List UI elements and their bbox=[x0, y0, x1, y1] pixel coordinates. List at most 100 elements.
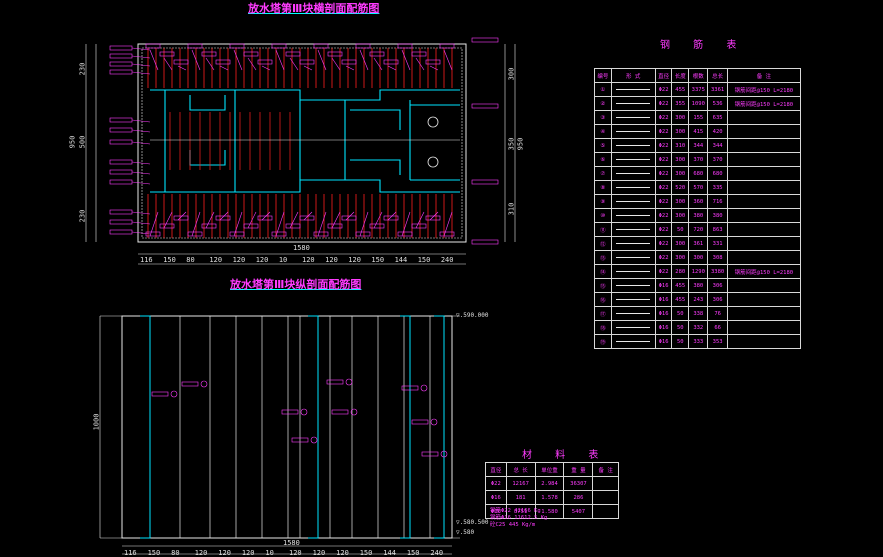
rebar-cell: 370 bbox=[707, 152, 728, 167]
rebar-cell: ③ bbox=[594, 110, 612, 125]
leader-line bbox=[205, 57, 215, 71]
rebar-cell: 331 bbox=[707, 236, 728, 251]
material-table-title: 材 料 表 bbox=[522, 450, 609, 461]
rebar-shape-sketch bbox=[616, 284, 651, 286]
rebar-cell: 50 bbox=[671, 306, 690, 321]
leader-line bbox=[131, 141, 151, 145]
material-header-cell: 备 注 bbox=[592, 462, 619, 477]
material-note: 钢筋Φ22 42166 Kg bbox=[490, 508, 541, 514]
longitudinal-section-drawing bbox=[99, 315, 460, 555]
side-tag bbox=[109, 159, 133, 165]
long-elevation-bottom-2: ▽.580 bbox=[456, 529, 475, 536]
leader-line bbox=[415, 211, 425, 229]
rebar-tag bbox=[369, 51, 385, 57]
rebar-cell: 680 bbox=[707, 166, 728, 181]
rebar-header-cell: 备 注 bbox=[726, 68, 802, 83]
rebar-tag bbox=[313, 231, 329, 237]
dimension-label: 10 bbox=[265, 549, 274, 557]
material-cell: 286 bbox=[563, 490, 594, 505]
cross-left-dim-top: 230 bbox=[78, 62, 87, 76]
leader-line bbox=[317, 211, 327, 237]
leader-line bbox=[131, 55, 151, 59]
rebar-cell: 344 bbox=[707, 138, 728, 153]
rebar-cell: ⑦ bbox=[594, 166, 612, 181]
rebar-tag bbox=[299, 59, 315, 65]
material-cell bbox=[592, 476, 619, 491]
rebar-cell bbox=[610, 292, 656, 307]
rebar-cell bbox=[726, 236, 802, 251]
rebar-header-cell: 总长 bbox=[707, 68, 728, 83]
leader-line bbox=[131, 221, 151, 225]
cross-right-dim-overall: 950 bbox=[516, 137, 525, 151]
material-cell: 1.580 bbox=[534, 504, 565, 519]
side-tag bbox=[109, 209, 133, 215]
dimension-label: 144 bbox=[383, 549, 396, 557]
rebar-cell: ⑩ bbox=[594, 208, 612, 223]
rebar-cell: 332 bbox=[688, 320, 709, 335]
long-tag bbox=[331, 409, 349, 415]
rebar-shape-sketch bbox=[616, 298, 651, 300]
rebar-cell: 300 bbox=[671, 166, 690, 181]
rebar-cell: 1290 bbox=[688, 264, 709, 279]
rebar-cell: Φ16 bbox=[654, 306, 673, 321]
rebar-tag bbox=[215, 59, 231, 65]
long-tag bbox=[421, 451, 439, 457]
moon-symbol bbox=[427, 156, 439, 168]
leader-line bbox=[443, 211, 453, 237]
rebar-cell: Φ22 bbox=[654, 96, 673, 111]
leader-line bbox=[247, 211, 257, 229]
leader-line bbox=[275, 49, 285, 71]
side-tag bbox=[109, 69, 133, 75]
rebar-cell: 300 bbox=[671, 152, 690, 167]
rebar-cell: ⑤ bbox=[594, 138, 612, 153]
rebar-tag bbox=[243, 223, 259, 229]
rebar-cell: Φ16 bbox=[654, 292, 673, 307]
long-tag-circle bbox=[200, 380, 208, 388]
rebar-cell bbox=[610, 208, 656, 223]
leader-line bbox=[233, 49, 243, 71]
leader-line bbox=[149, 211, 159, 237]
rebar-tag bbox=[397, 231, 413, 237]
leader-line bbox=[331, 57, 341, 71]
long-section-height: 1000 bbox=[92, 413, 101, 431]
cross-total-width: 1580 bbox=[293, 244, 310, 252]
rebar-tag bbox=[397, 43, 413, 49]
chamber-outline bbox=[350, 159, 401, 175]
rebar-cell: 361 bbox=[688, 236, 709, 251]
long-outline bbox=[121, 315, 453, 539]
material-cell: 36307 bbox=[563, 476, 594, 491]
leader-line bbox=[131, 119, 151, 123]
leader-line bbox=[233, 211, 243, 237]
rebar-tag bbox=[145, 231, 161, 237]
rebar-cell: Φ22 bbox=[654, 236, 673, 251]
rebar-cell bbox=[726, 208, 802, 223]
side-tag bbox=[471, 179, 499, 185]
side-tag bbox=[109, 229, 133, 235]
rebar-cell: 3380 bbox=[707, 264, 728, 279]
chamber-outline bbox=[150, 179, 460, 193]
leader-line bbox=[275, 211, 285, 237]
material-cell: 12167 bbox=[505, 476, 536, 491]
rebar-cell: 300 bbox=[671, 124, 690, 139]
leader-line bbox=[131, 63, 151, 67]
rebar-shape-sketch bbox=[616, 200, 651, 202]
dimension-label: 10 bbox=[278, 256, 288, 264]
dimension-label: 120 bbox=[302, 256, 315, 264]
material-note: 砼C25 445 Kg/m bbox=[490, 522, 536, 528]
leader-line bbox=[219, 65, 229, 71]
longitudinal-section-title: 放水塔第Ⅲ块纵剖面配筋图 bbox=[230, 278, 362, 291]
leader-line bbox=[373, 211, 383, 229]
rebar-tag bbox=[341, 59, 357, 65]
rebar-cell: ⑲ bbox=[594, 334, 612, 349]
rebar-cell: 420 bbox=[707, 124, 728, 139]
